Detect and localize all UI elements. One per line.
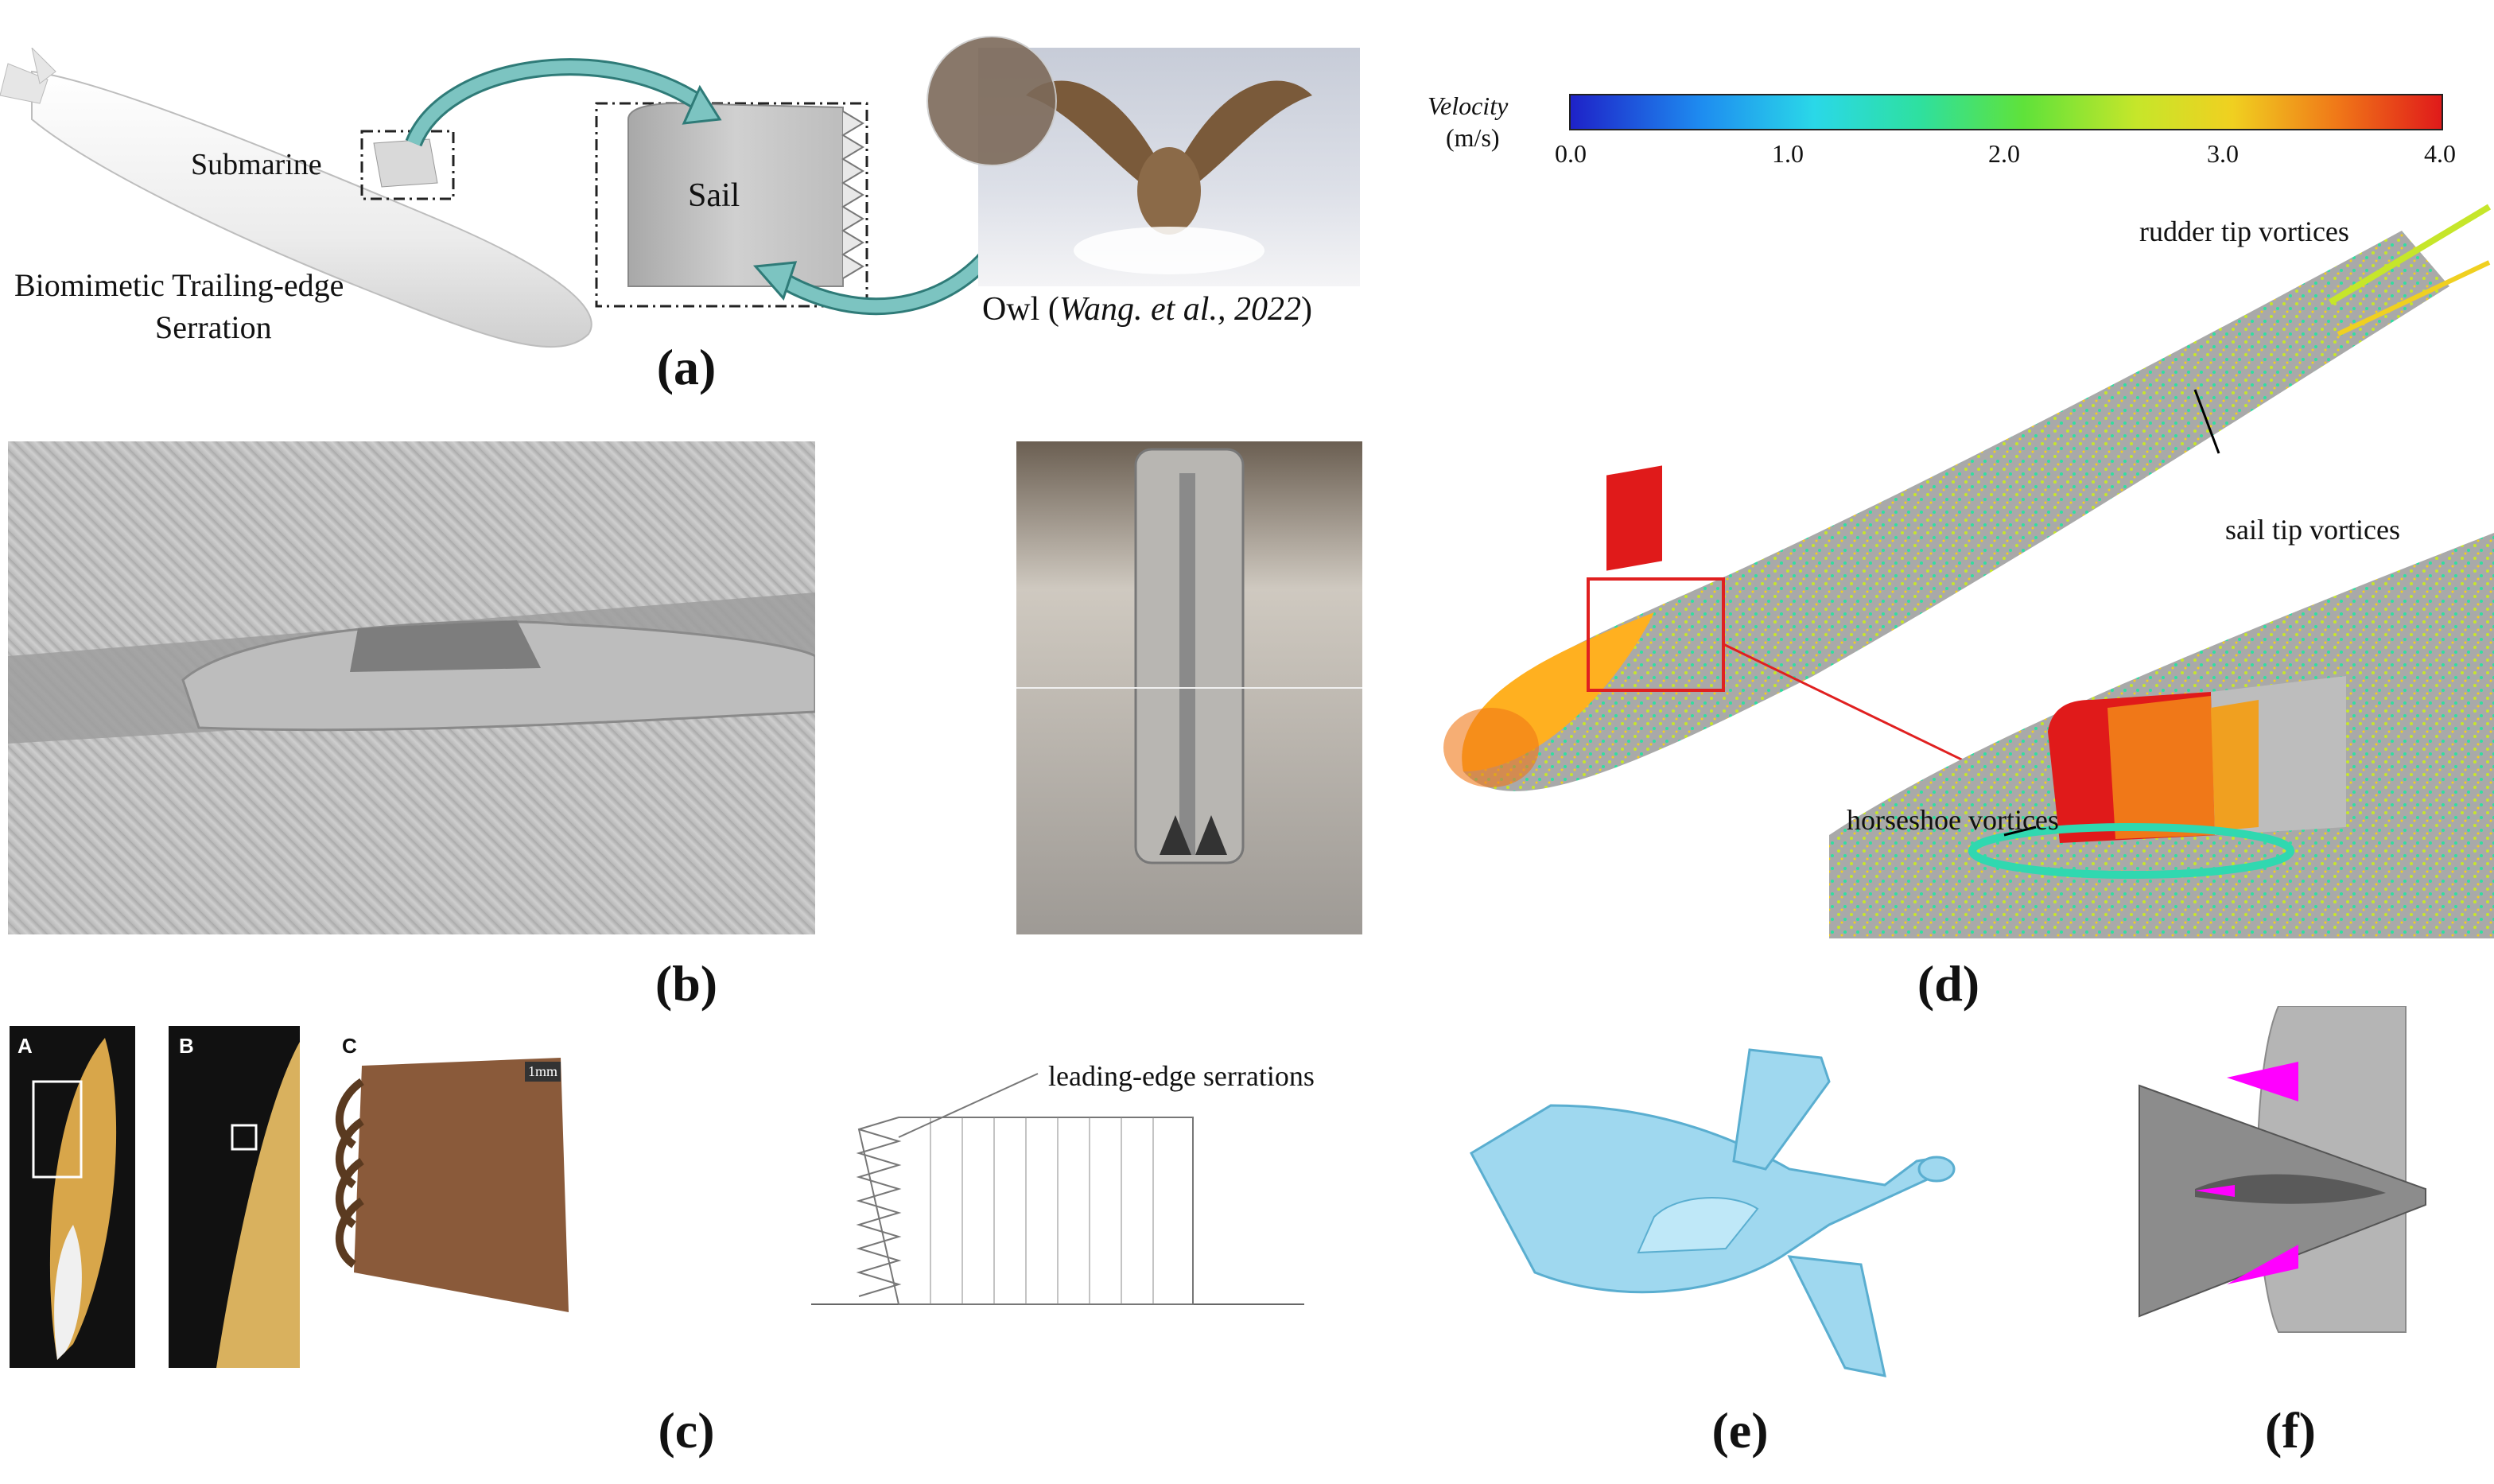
sail-tip-vortices-label: sail tip vortices: [2225, 514, 2400, 546]
submarine-label: Submarine: [191, 148, 322, 181]
sail-label: Sail: [688, 177, 740, 214]
subpanel-b-letter: B: [179, 1034, 194, 1058]
owl-label: Owl (Wang. et al., 2022): [982, 291, 1312, 328]
caption-c: (c): [658, 1402, 715, 1459]
colorbar-tick-4: 4.0: [2424, 139, 2456, 168]
serration-closeup-photo: [330, 1034, 573, 1320]
scale-bar-label: 1mm: [525, 1062, 561, 1082]
serration-label-line2: Serration: [155, 309, 272, 345]
caption-e: (e): [1711, 1402, 1769, 1459]
caption-d: (d): [1917, 955, 1980, 1012]
leading-edge-diagram: [811, 1073, 1304, 1305]
owl-wing-closeup: [927, 36, 1057, 166]
cfd-vortex-visualization: [1443, 204, 2494, 938]
colorbar-unit: (m/s): [1446, 123, 1500, 152]
serration-label-line1: Biomimetic Trailing-edge: [14, 267, 344, 303]
caption-a: (a): [656, 339, 717, 395]
colorbar-title: Velocity: [1428, 91, 1509, 120]
model-photo-left: [8, 441, 815, 934]
subpanel-c-letter: C: [342, 1034, 357, 1058]
colorbar-tick-2: 2.0: [1988, 139, 2020, 168]
rudder-tip-vortices-label: rudder tip vortices: [2139, 216, 2349, 247]
subpanel-a-letter: A: [17, 1034, 33, 1058]
velocity-colorbar: [1569, 94, 2443, 130]
feather-photo-a: [10, 1026, 135, 1368]
caption-f: (f): [2265, 1402, 2316, 1459]
colorbar-tick-3: 3.0: [2207, 139, 2239, 168]
leading-edge-label: leading-edge serrations: [1048, 1060, 1315, 1092]
hull-geometry-blue: [1470, 1048, 1956, 1377]
horseshoe-vortices-label: horseshoe vortices: [1847, 804, 2059, 836]
submarine-diagram: [0, 48, 1018, 348]
feather-photo-b: [169, 1026, 300, 1368]
colorbar-tick-0: 0.0: [1555, 139, 1587, 168]
appendage-geometry-gray: [2139, 1006, 2426, 1333]
owl-photo: [978, 48, 1360, 286]
colorbar-tick-1: 1.0: [1772, 139, 1804, 168]
model-photo-right: [1016, 441, 1362, 934]
caption-b: (b): [655, 955, 718, 1012]
